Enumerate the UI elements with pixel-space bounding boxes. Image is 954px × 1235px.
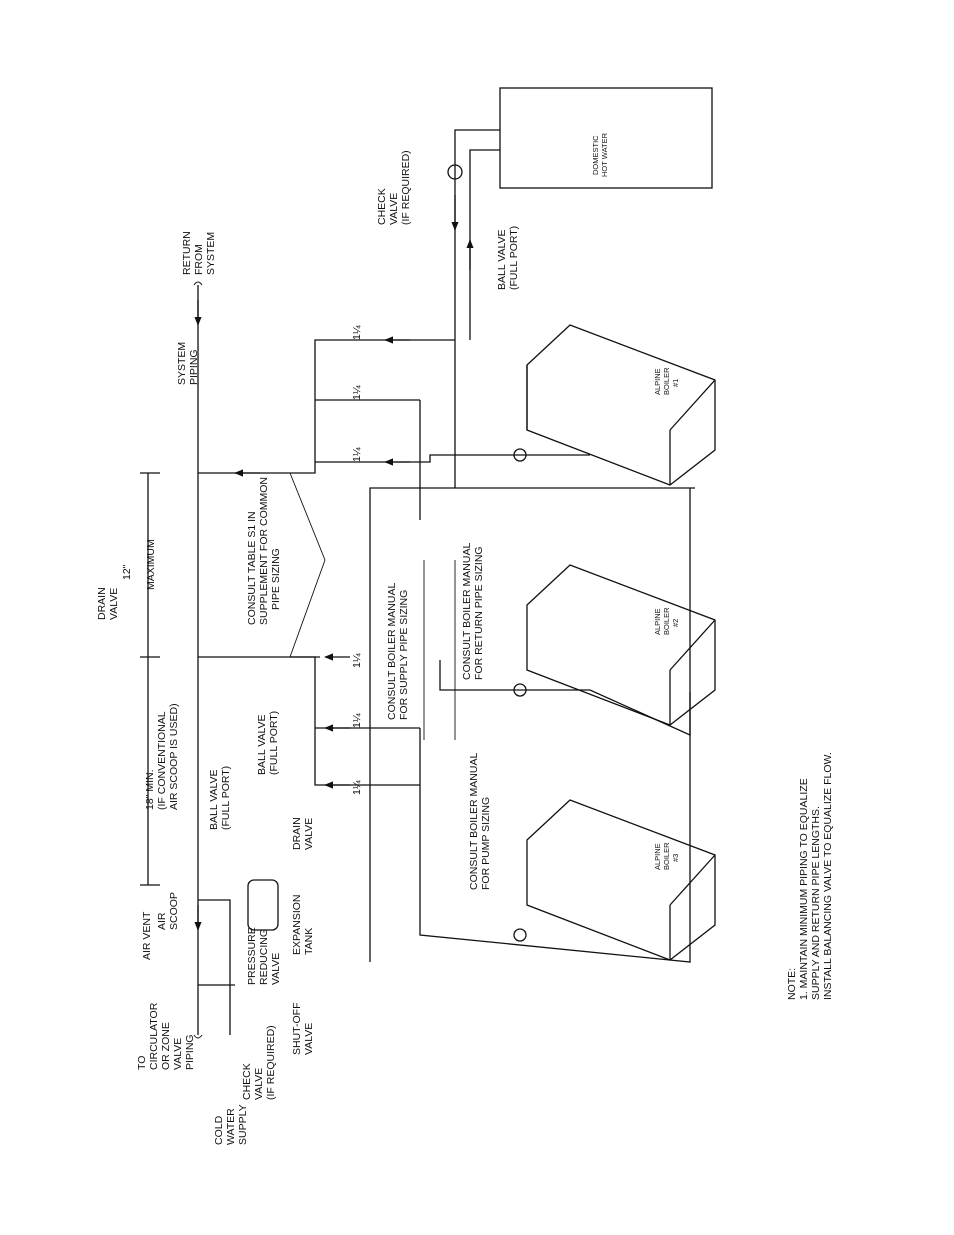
check-valve-label-top: CHECKVALVE(IF REQUIRED): [376, 150, 412, 225]
consult-return-label: CONSULT BOILER MANUALFOR RETURN PIPE SIZ…: [461, 543, 485, 680]
expansion-tank: [247, 879, 279, 931]
boiler-3-label: ALPINEBOILER#3: [653, 842, 680, 870]
boiler-2-label: ALPINEBOILER#2: [653, 607, 680, 635]
air-vent-label: AIR VENT: [141, 911, 153, 960]
boiler-3: [526, 799, 716, 961]
consult-pump-label: CONSULT BOILER MANUALFOR PUMP SIZING: [468, 753, 492, 890]
pipe-size-label: 1¼: [351, 447, 363, 462]
expansion-tank-label: EXPANSIONTANK: [291, 895, 315, 956]
ball-valve-label-a: BALL VALVE(FULL PORT): [208, 766, 232, 830]
ball-valve-label-b: BALL VALVE(FULL PORT): [256, 711, 280, 775]
eighteen-inch-min-label: 18" MIN.(IF CONVENTIONALAIR SCOOP IS USE…: [144, 703, 180, 810]
twelve-inch-max-label: 12"MAXIMUM: [121, 539, 157, 590]
ball-valve-label-top: BALL VALVE(FULL PORT): [496, 226, 520, 290]
piping-lines: [140, 129, 695, 1039]
to-circulator-label: TOCIRCULATOROR ZONEVALVEPIPING: [136, 1002, 196, 1070]
pipe-size-label: 1¼: [351, 780, 363, 795]
drain-valve-label-top: DRAINVALVE: [96, 587, 120, 620]
boiler-1: [526, 324, 716, 486]
cold-water-supply-label: COLDWATERSUPPLY: [213, 1104, 249, 1145]
consult-common-label: CONSULT TABLE S1 INSUPPLEMENT FOR COMMON…: [246, 477, 282, 625]
consult-supply-label: CONSULT BOILER MANUALFOR SUPPLY PIPE SIZ…: [386, 583, 410, 720]
system-piping-label: SYSTEMPIPING: [176, 342, 200, 385]
shutoff-valve-label: SHUT-OFFVALVE: [291, 1003, 315, 1056]
return-from-system-label: RETURNFROMSYSTEM: [181, 231, 217, 275]
boiler-2: [526, 564, 716, 726]
boiler-1-label: ALPINEBOILER#1: [653, 367, 680, 395]
domestic-hot-water-tank: [499, 87, 713, 189]
check-valve-label-bottom: CHECKVALVE(IF REQUIRED): [241, 1025, 277, 1100]
pipe-size-label: 1¼: [351, 385, 363, 400]
pipe-size-label: 1¼: [351, 713, 363, 728]
air-scoop-label: AIRSCOOP: [156, 892, 180, 930]
drain-valve-label-bottom: DRAINVALVE: [291, 817, 315, 850]
rotated-labels: RETURNFROMSYSTEM SYSTEMPIPING CHECKVALVE…: [96, 132, 834, 1145]
pressure-reducing-label: PRESSUREREDUCINGVALVE: [246, 927, 282, 985]
pipe-size-label: 1¼: [351, 325, 363, 340]
domestic-hot-water-label: DOMESTICHOT WATER: [591, 132, 609, 177]
note-text: NOTE:1. MAINTAIN MINIMUM PIPING TO EQUAL…: [786, 752, 834, 1000]
pipe-size-label: 1¼: [351, 653, 363, 668]
